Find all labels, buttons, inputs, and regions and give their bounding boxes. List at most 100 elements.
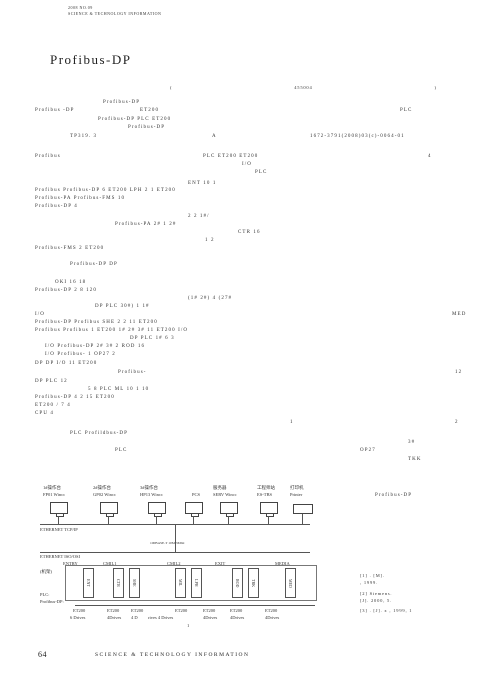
group-exit: EXIT: [215, 561, 226, 566]
ethernet-tcpip-label: ETHERNET TCP/IP: [40, 527, 78, 532]
diagram-sub-es: ES-TBS: [257, 492, 273, 497]
abstract-line-2b: ET200: [140, 108, 160, 113]
diagram-sub-gp02: GP02 Wincc: [93, 492, 116, 497]
group-entry: ENTRY: [63, 561, 78, 566]
diagram-label-printer: 打印机: [290, 485, 304, 490]
body-line: Profibus-DP DP: [70, 262, 118, 267]
printer-icon: [293, 504, 313, 514]
body-line: DP DP I/O 11 ET200: [35, 361, 98, 366]
diagram-label-station-2: 2#操作台: [93, 485, 111, 490]
body-line: 2 2 1#/: [188, 214, 210, 219]
body-line: Profibus-DP Profibus SHE 2 2 11 ET200: [35, 320, 158, 325]
module-mil: MIL: [175, 568, 186, 598]
body-line: PLC ET200 ET200: [203, 154, 259, 159]
et200-3: ET200: [131, 608, 144, 613]
reference-line: , 1999.: [360, 580, 378, 585]
body-line: OKI 16 18: [55, 280, 87, 285]
computer-icon: [185, 502, 203, 517]
module-trk: TRK: [248, 568, 259, 598]
profibus-label: Profibus-DP:: [40, 599, 64, 604]
body-line: ENT 10 1: [188, 181, 217, 186]
body-line: 4: [428, 154, 432, 159]
module-ctr: CTR: [113, 568, 124, 598]
diagram-sub-printer: Printer: [290, 492, 303, 497]
drives-4: rives 4 Drives: [148, 615, 174, 620]
body-line: CTR 16: [238, 230, 261, 235]
body-line: TKK: [408, 457, 422, 462]
body-line: Profibus-PA Profibus-FMS 10: [35, 196, 126, 201]
et200-4: ET200: [175, 608, 188, 613]
abstract-line-2c: PLC: [400, 108, 413, 113]
diagram-sub-serv: SERV Wincc: [213, 492, 237, 497]
computer-icon: [50, 502, 68, 517]
diagram-sub-hp13: HP13 Wincc: [140, 492, 163, 497]
body-line: 12: [455, 370, 463, 375]
page-number: 64: [38, 650, 47, 659]
classification-number: TP319. 3: [70, 134, 98, 139]
body-line: DP PLC 30#) 1 1#: [95, 304, 150, 309]
computer-icon: [100, 502, 118, 517]
abstract-line-2a: Profibus -DP: [35, 108, 75, 113]
article-id: 1672-3791(2008)03(c)-0064-01: [310, 134, 405, 139]
ethernet-iso-label: ETHERNET ISO/OSI: [40, 554, 81, 559]
plc-label: PLC:: [40, 592, 50, 597]
body-line: Profibus-FMS 2 ET200: [35, 246, 105, 251]
drives-2: 4Drives: [107, 615, 122, 620]
module-lph: LPH: [191, 568, 202, 598]
plc-area: [65, 565, 317, 601]
body-line: 2: [455, 420, 459, 425]
drives-6: 4Drives: [230, 615, 245, 620]
et200-6: ET200: [230, 608, 243, 613]
body-line: Profibus-PA 2# 1 2#: [115, 222, 177, 227]
body-line: PLC: [115, 448, 128, 453]
diagram-label-station-1: 1#操作台: [43, 485, 61, 490]
body-line: DP PLC 1# 6 3: [130, 336, 175, 341]
body-line: MED: [452, 312, 467, 317]
body-line: OP27: [360, 448, 376, 453]
module-she: SHE: [129, 568, 140, 598]
module-ent: ENT: [83, 568, 94, 598]
body-line: ET200 / 7 4: [35, 403, 71, 408]
journal-header: SCIENCE & TECHNOLOGY INFORMATION: [68, 11, 162, 16]
abstract-line-4: Profibus-DP: [128, 125, 166, 130]
abstract-line-1: Profibus-DP: [103, 100, 141, 105]
body-line: Profibus Profibus-DP 6 ET200 LPH 2 1 ET2…: [35, 188, 176, 193]
diagram-label-engineer: 工程师站: [257, 485, 275, 490]
computer-icon: [148, 502, 166, 517]
computer-icon: [260, 502, 278, 517]
drives-3: 4 D: [131, 615, 138, 620]
et200-1: ET200: [73, 608, 86, 613]
reference-line: [J]. 2000, 5.: [360, 598, 393, 603]
body-line: DP PLC 12: [35, 379, 68, 384]
figure-number: 1: [187, 623, 190, 628]
body-line: Profibus-DP: [375, 493, 413, 498]
body-line: 3#: [408, 440, 416, 445]
diagram-sub-pcs: PCS: [192, 492, 201, 497]
body-line: Profibus-DP 2 8 120: [35, 288, 97, 293]
et200-5: ET200: [203, 608, 216, 613]
reference-line: [3] . [J]. x , 1999, 1: [360, 608, 413, 613]
et200-2: ET200: [107, 608, 120, 613]
body-line: 1 2: [205, 238, 215, 243]
body-line: I/O: [35, 312, 45, 317]
drives-1: 6 Drives: [70, 615, 86, 620]
profibus-bus: [75, 605, 315, 606]
body-line: (1# 2#) 4 (27#: [188, 296, 233, 301]
issue-number: 2008 NO.09: [68, 5, 93, 10]
network-diagram: 1#操作台 2#操作台 3#操作台 服务器 工程师站 打印机 FP01 Winc…: [35, 475, 325, 635]
drives-5: 4Drives: [203, 615, 218, 620]
body-line: I/O Profibus-DP 2# 3# 2 ROD 16: [45, 344, 146, 349]
reference-line: [1] . [M].: [360, 573, 385, 578]
body-line: I/O Profibus- 1 OP27 2: [45, 352, 116, 357]
keywords: Profibus-DP PLC ET200: [98, 117, 172, 122]
module-rod: ROD: [232, 568, 243, 598]
article-title: Profibus-DP: [50, 52, 132, 67]
body-line: Profibus Profibus 1 ET200 1# 2# 3# 11 ET…: [35, 328, 189, 333]
group-media: MEDIA: [275, 561, 290, 566]
diagram-label-server: 服务器: [213, 485, 227, 490]
body-line: Profibus: [35, 154, 61, 159]
group-cmil2: CMIL2: [167, 561, 181, 566]
module-med: MED: [285, 568, 296, 598]
body-line: PLC: [255, 170, 268, 175]
diagram-sub-fp01: FP01 Wincc: [43, 492, 66, 497]
